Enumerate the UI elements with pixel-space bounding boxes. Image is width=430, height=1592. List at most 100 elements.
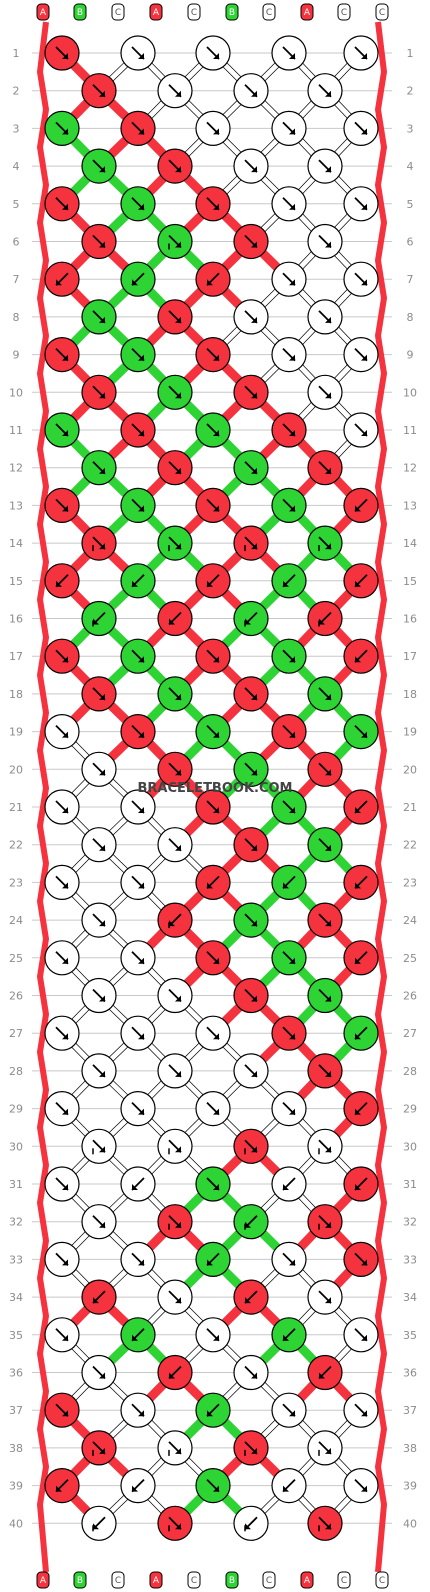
knot — [157, 600, 193, 637]
strand-letter: A — [153, 1576, 160, 1586]
knot-arrow-head — [283, 882, 289, 889]
knot-arrow-head — [289, 53, 295, 59]
knot-arrow-head — [213, 1485, 219, 1492]
knot — [271, 713, 307, 750]
knot — [307, 1505, 343, 1541]
knot — [44, 638, 80, 674]
strand-tab — [73, 3, 87, 21]
knot-arrow-head — [62, 656, 68, 663]
knot — [81, 374, 117, 410]
knot-arrow-head — [99, 90, 105, 97]
knot-arrow-head — [138, 882, 144, 889]
knot — [195, 1317, 231, 1353]
strand-tab — [73, 1571, 87, 1589]
knot-arrow-head — [325, 844, 331, 851]
knot-arrow-head — [325, 920, 331, 927]
knot-arrow-head — [138, 354, 144, 361]
knot — [343, 35, 379, 71]
knot — [271, 1015, 307, 1051]
knot — [120, 1392, 156, 1428]
knot — [120, 487, 156, 523]
knot-arrow-head — [93, 1297, 99, 1304]
strand-tab — [149, 1571, 163, 1589]
knot — [233, 148, 269, 184]
knot-arrow-head — [251, 316, 257, 323]
knot-arrow-head — [361, 1410, 367, 1417]
knot-arrow-head — [213, 505, 219, 512]
knot-grid — [44, 35, 379, 1541]
knot — [233, 1430, 269, 1466]
knot-arrow-head — [355, 580, 361, 587]
knot — [233, 1354, 269, 1391]
knot — [233, 73, 269, 109]
row-number-left: 17 — [9, 650, 23, 663]
knot-arrow-head — [289, 128, 295, 135]
knot-arrow-head — [361, 430, 367, 436]
row-number-right: 4 — [407, 160, 414, 173]
knot-arrow-head — [99, 995, 105, 1002]
row-number-right: 16 — [403, 613, 417, 626]
knot — [81, 450, 117, 486]
knot-arrow-head — [207, 580, 213, 587]
knot — [44, 864, 80, 901]
knot-arrow-head — [62, 882, 68, 889]
knot-arrow-head — [62, 807, 68, 813]
knot-arrow-head — [361, 731, 367, 738]
knot-arrow-head — [62, 957, 68, 964]
row-number-left: 8 — [13, 311, 20, 324]
knot-arrow-head — [62, 354, 68, 361]
knot-arrow-head — [99, 316, 105, 323]
knot — [233, 1128, 269, 1164]
knot-arrow-head — [289, 1108, 295, 1115]
knot-arrow-head — [175, 844, 181, 851]
knot — [44, 789, 80, 825]
knot — [120, 713, 156, 750]
row-number-left: 36 — [9, 1367, 23, 1380]
knot — [81, 1505, 117, 1541]
knot-arrow-head — [325, 693, 331, 700]
knot-arrow-head — [325, 543, 331, 550]
knot-arrow-head — [175, 693, 181, 700]
knot-arrow-head — [283, 1184, 289, 1190]
knot-arrow-head — [325, 1523, 331, 1530]
knot-arrow-head — [289, 505, 295, 512]
knot — [195, 186, 231, 222]
row-number-right: 1 — [407, 47, 414, 60]
knot-arrow-head — [207, 279, 213, 286]
knot-arrow-head — [175, 1447, 181, 1454]
knot — [120, 789, 156, 825]
row-number-right: 3 — [407, 122, 414, 135]
knot-arrow-head — [361, 53, 367, 59]
knot-arrow-head — [289, 1410, 295, 1417]
knot — [44, 1317, 80, 1353]
knot-arrow-head — [245, 1523, 251, 1530]
knot — [44, 1166, 80, 1202]
knot-arrow-head — [99, 1070, 105, 1077]
knot-arrow-head — [175, 166, 181, 173]
knot — [81, 148, 117, 184]
knot — [343, 337, 379, 373]
knot-arrow-head — [207, 882, 213, 889]
strand-letter: C — [115, 1576, 121, 1586]
knot-arrow-head — [99, 1372, 105, 1379]
row-number-left: 15 — [9, 575, 23, 588]
edge-strand-right — [375, 21, 387, 1573]
row-number-right: 11 — [403, 424, 417, 437]
knot — [120, 186, 156, 222]
knot-arrow-head — [283, 1485, 289, 1492]
knot — [81, 1354, 117, 1391]
knot — [44, 1467, 80, 1504]
knot — [81, 977, 117, 1014]
strand-tab — [225, 3, 239, 21]
knot-arrow-head — [62, 53, 68, 59]
row-number-right: 18 — [403, 688, 417, 701]
knot-arrow-head — [62, 1033, 68, 1040]
knot-arrow-head — [138, 1410, 144, 1417]
knot — [343, 1015, 379, 1051]
knot — [233, 1505, 269, 1541]
knot-arrow-head — [138, 656, 144, 663]
knot-arrow-head — [355, 1033, 361, 1040]
knot-arrow-head — [175, 1146, 181, 1153]
